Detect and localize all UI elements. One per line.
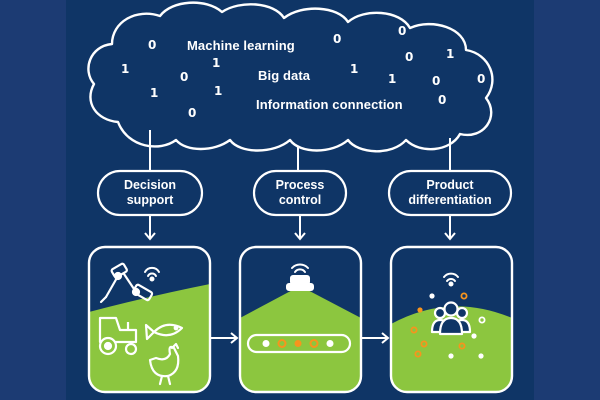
conveyor-belt-icon	[246, 333, 352, 354]
binary-digit: 1	[350, 62, 359, 76]
binary-digit: 1	[212, 56, 221, 70]
left-margin	[0, 0, 66, 400]
robot-arm-icon	[99, 262, 154, 304]
step-label-line: support	[126, 193, 174, 207]
binary-digit: 1	[121, 62, 130, 76]
panel-product-differentiation	[389, 245, 514, 394]
binary-digit: 0	[180, 70, 189, 84]
panel-decision-support	[87, 245, 212, 394]
field-green	[240, 286, 361, 392]
binary-digit: 1	[214, 84, 223, 98]
cloud-label-big-data: Big data	[258, 68, 311, 83]
panel-process-control	[238, 245, 363, 394]
arrow-down-icon	[144, 215, 156, 241]
binary-digit: 0	[432, 74, 441, 88]
binary-digit: 0	[477, 72, 486, 86]
chicken-icon	[148, 342, 180, 386]
binary-digit: 0	[148, 38, 157, 52]
binary-digit: 0	[398, 24, 407, 38]
arrow-down-icon	[294, 215, 306, 241]
step-label-decision-support: Decision support	[98, 178, 202, 208]
step-label-line: control	[278, 193, 322, 207]
arrow-right-icon	[211, 332, 239, 344]
binary-digit: 1	[388, 72, 397, 86]
step-label-line: differentiation	[408, 193, 492, 207]
cloud-label-information-connection: Information connection	[256, 97, 403, 112]
cloud-label-machine-learning: Machine learning	[187, 38, 295, 53]
wifi-icon	[144, 266, 160, 282]
cloud-shape	[87, 1, 494, 153]
step-label-line: Decision	[123, 178, 177, 192]
binary-digit: 0	[333, 32, 342, 46]
step-label-line: Process	[275, 178, 325, 192]
binary-digit: 0	[188, 106, 197, 120]
wifi-icon	[443, 272, 459, 287]
tractor-icon	[98, 316, 138, 356]
step-label-process-control: Process control	[254, 178, 346, 208]
binary-digit: 0	[438, 93, 447, 107]
arrow-right-icon	[362, 332, 390, 344]
binary-digit: 0	[405, 50, 414, 64]
step-label-product-differentiation: Product differentiation	[389, 178, 511, 208]
field-green	[391, 306, 512, 392]
scatter-dots	[410, 292, 486, 359]
people-group-icon	[430, 301, 472, 336]
sensor-icon	[286, 263, 314, 291]
step-label-line: Product	[426, 178, 474, 192]
right-margin	[534, 0, 600, 400]
arrow-down-icon	[444, 215, 456, 241]
binary-digit: 1	[446, 47, 455, 61]
fish-icon	[144, 323, 184, 341]
binary-digit: 1	[150, 86, 159, 100]
